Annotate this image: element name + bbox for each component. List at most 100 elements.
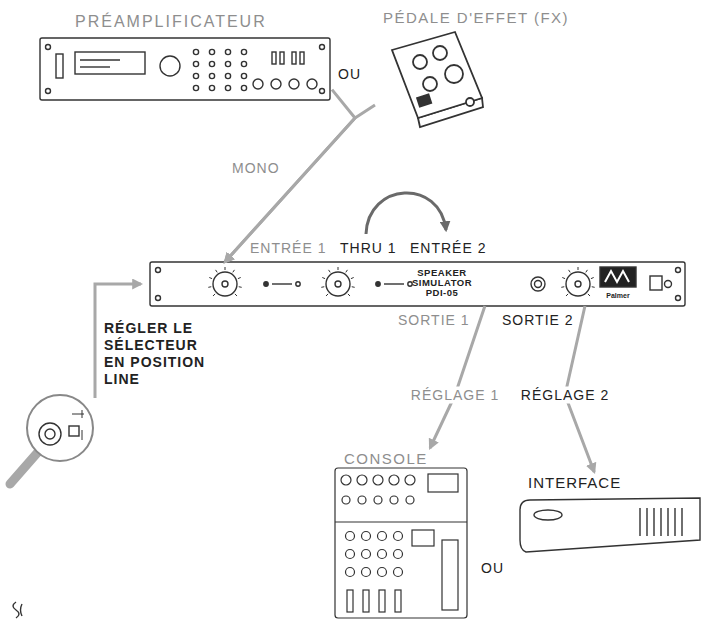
knob-tick bbox=[238, 277, 241, 278]
preamp-button bbox=[193, 73, 198, 78]
knob-tick bbox=[566, 294, 568, 296]
console-knob bbox=[357, 475, 367, 485]
console-knob bbox=[346, 532, 355, 541]
preamp-button bbox=[209, 85, 214, 90]
console-fader bbox=[363, 590, 369, 612]
console-knob bbox=[405, 475, 415, 485]
device-heading: PRÉAMPLIFICATEUR bbox=[75, 12, 267, 31]
knob-tick bbox=[322, 277, 325, 278]
console-knob bbox=[362, 568, 371, 577]
console-knob bbox=[390, 496, 398, 504]
knob-tick bbox=[562, 277, 565, 278]
vent-slot bbox=[660, 508, 661, 536]
signal-arrow bbox=[225, 90, 355, 262]
knob-tick bbox=[209, 277, 212, 278]
preamp-button bbox=[241, 85, 246, 90]
console-master bbox=[442, 540, 458, 610]
knob-tick bbox=[213, 294, 215, 296]
page-mark bbox=[13, 602, 22, 618]
console-knob bbox=[406, 496, 414, 504]
model-name: SPEAKER SIMULATOR PDI-05 bbox=[406, 268, 478, 298]
device-heading: CONSOLE bbox=[344, 450, 428, 468]
knob-tick bbox=[338, 267, 339, 270]
knob-tick bbox=[239, 286, 242, 288]
device-heading: PÉDALE D'EFFET (FX) bbox=[383, 9, 569, 27]
knob-tick bbox=[346, 270, 348, 272]
console-knob bbox=[358, 496, 366, 504]
console-fader bbox=[395, 590, 401, 612]
output-label: SORTIE 1 bbox=[398, 312, 470, 329]
console-node: CONSOLE bbox=[330, 448, 475, 620]
knob-tick bbox=[561, 286, 564, 288]
console-knob bbox=[346, 550, 355, 559]
pedal-drawing bbox=[392, 32, 483, 127]
preamp-button bbox=[225, 61, 230, 66]
knob-tick bbox=[351, 277, 354, 278]
or-label: OU bbox=[338, 66, 361, 83]
preamp-button bbox=[193, 61, 198, 66]
knob-tick bbox=[578, 267, 579, 270]
console-knob bbox=[394, 568, 403, 577]
knob-tick bbox=[352, 286, 355, 288]
console-knob bbox=[374, 496, 382, 504]
mixing-console-drawing bbox=[335, 468, 467, 618]
console-knob bbox=[378, 550, 387, 559]
effect-pedal-node: PÉDALE D'EFFET (FX) bbox=[375, 5, 605, 127]
preamp-button bbox=[209, 61, 214, 66]
preamp-button bbox=[241, 73, 246, 78]
signal-arrow bbox=[225, 105, 375, 262]
console-knob bbox=[378, 568, 387, 577]
console-knob bbox=[342, 496, 350, 504]
vent-slot bbox=[653, 508, 654, 536]
knob-tick bbox=[586, 270, 588, 272]
audio-interface-drawing bbox=[520, 498, 700, 552]
vent-slot bbox=[646, 508, 647, 536]
output-label: SORTIE 2 bbox=[502, 312, 574, 329]
vent-slot bbox=[639, 508, 640, 536]
instruction-note: RÉGLER LE SÉLECTEUR EN POSITION LINE bbox=[104, 320, 222, 388]
preamp-button bbox=[241, 61, 246, 66]
input-label: ENTRÉE 1 bbox=[250, 240, 326, 257]
console-knob bbox=[341, 475, 351, 485]
vent-slot bbox=[681, 508, 682, 536]
console-knob bbox=[362, 532, 371, 541]
thru-loop-arrow bbox=[366, 193, 446, 234]
knob-tick bbox=[233, 270, 235, 272]
preamp-button bbox=[209, 49, 214, 54]
speaker-simulator-node: SPEAKER SIMULATOR PDI-05Palmer bbox=[150, 262, 685, 306]
console-knob bbox=[394, 550, 403, 559]
preamp-button bbox=[193, 85, 198, 90]
console-knob bbox=[346, 568, 355, 577]
input-label: ENTRÉE 2 bbox=[410, 240, 486, 257]
preamp-button bbox=[225, 73, 230, 78]
console-fader bbox=[379, 590, 385, 612]
device-heading: INTERFACE bbox=[528, 474, 621, 492]
speaker-simulator-drawing bbox=[150, 262, 685, 306]
preamp-node: PRÉAMPLIFICATEUR bbox=[40, 8, 332, 104]
knob-tick bbox=[225, 267, 226, 270]
vent-slot bbox=[667, 508, 668, 536]
magnifier-drawing bbox=[10, 395, 93, 484]
preamp-button bbox=[209, 73, 214, 78]
knob-tick bbox=[592, 286, 595, 288]
edge-label: RÉGLAGE 1 bbox=[407, 387, 503, 404]
knob-tick bbox=[326, 294, 328, 296]
knob-tick bbox=[569, 270, 571, 272]
knob-tick bbox=[588, 294, 590, 296]
console-knob bbox=[378, 532, 387, 541]
preamp-button bbox=[241, 49, 246, 54]
console-fader bbox=[347, 590, 353, 612]
console-knob bbox=[362, 550, 371, 559]
knob-tick bbox=[329, 270, 331, 272]
preamp-button bbox=[225, 85, 230, 90]
preamp-button bbox=[225, 49, 230, 54]
knob-tick bbox=[591, 277, 594, 278]
signal-label: MONO bbox=[232, 160, 280, 177]
knob-tick bbox=[348, 294, 350, 296]
knob-tick bbox=[208, 286, 211, 288]
preamp-drawing bbox=[40, 38, 330, 100]
knob-tick bbox=[235, 294, 237, 296]
brand-name: Palmer bbox=[598, 292, 638, 300]
